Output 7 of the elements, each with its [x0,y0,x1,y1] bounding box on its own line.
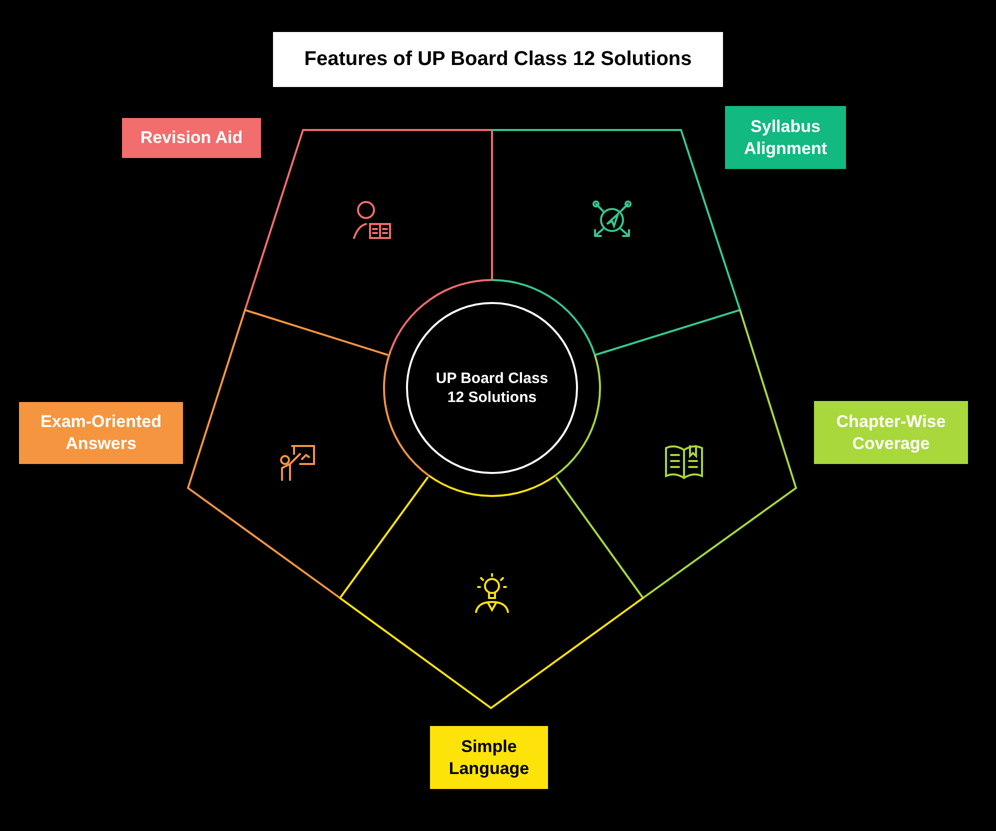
title: Features of UP Board Class 12 Solutions [273,32,723,87]
feature-label: Syllabus Alignment [725,106,846,169]
feature-label: Revision Aid [122,118,261,158]
center-circle: UP Board Class 12 Solutions [406,302,578,474]
feature-label: Simple Language [430,726,548,789]
feature-label: Chapter-Wise Coverage [814,401,968,464]
feature-label: Exam-Oriented Answers [19,402,183,464]
